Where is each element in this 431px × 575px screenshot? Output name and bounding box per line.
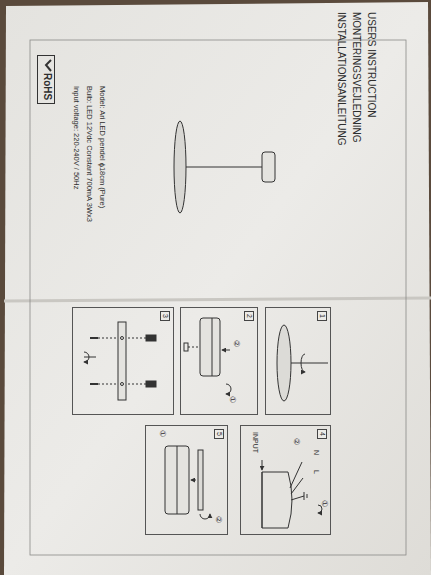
spec-text: Model: Ari LED pendel ϕ18cm (Pure)	[99, 86, 107, 208]
step1-drawing	[277, 325, 328, 401]
ground-symbol	[304, 492, 307, 500]
step-number: 3	[160, 311, 170, 321]
heading: MONTERINGSVEJLEDNING	[351, 12, 361, 143]
heading: INSTALLATIONSANLEITUNG	[336, 12, 346, 146]
step2-drawing	[184, 318, 231, 394]
step-number: 1	[317, 311, 327, 321]
rohs-text: RoHS	[42, 73, 52, 100]
callout-number: ①	[158, 430, 166, 437]
signal-name: INPUT	[252, 432, 259, 453]
callout-number: ②	[292, 438, 300, 445]
callout-number: ①	[320, 500, 328, 507]
callout-number: ①	[228, 396, 236, 403]
fold-line	[4, 298, 431, 301]
step5-drawing	[165, 446, 210, 519]
step-number: 2	[244, 311, 254, 321]
step-number: 5	[214, 429, 224, 439]
rohs-mark: RoHS	[37, 55, 55, 104]
heading: USERS INSTRUCTION	[366, 12, 376, 118]
callout-number: ②	[232, 340, 240, 347]
spec-text: Bulb: LED 12Vdc Constant 700mA 3Wx3	[86, 86, 94, 222]
spec-text: Input voltage: 220-240V / 50Hz	[73, 86, 81, 189]
check-mark	[38, 57, 56, 73]
check-stroke	[46, 60, 51, 71]
step-number: 4	[317, 429, 327, 439]
pin-name: N	[313, 450, 320, 455]
paper-sheet	[4, 2, 431, 575]
step-panel: 1	[265, 307, 331, 415]
callout-number: ②	[214, 516, 222, 523]
pin-name: L	[313, 470, 320, 474]
step-panel: 2	[180, 307, 258, 415]
step4-drawing	[262, 460, 322, 528]
lamp-drawing	[174, 121, 275, 213]
page-frame	[30, 40, 406, 555]
step-panel: 3	[72, 307, 174, 415]
step3-drawing	[84, 322, 156, 400]
